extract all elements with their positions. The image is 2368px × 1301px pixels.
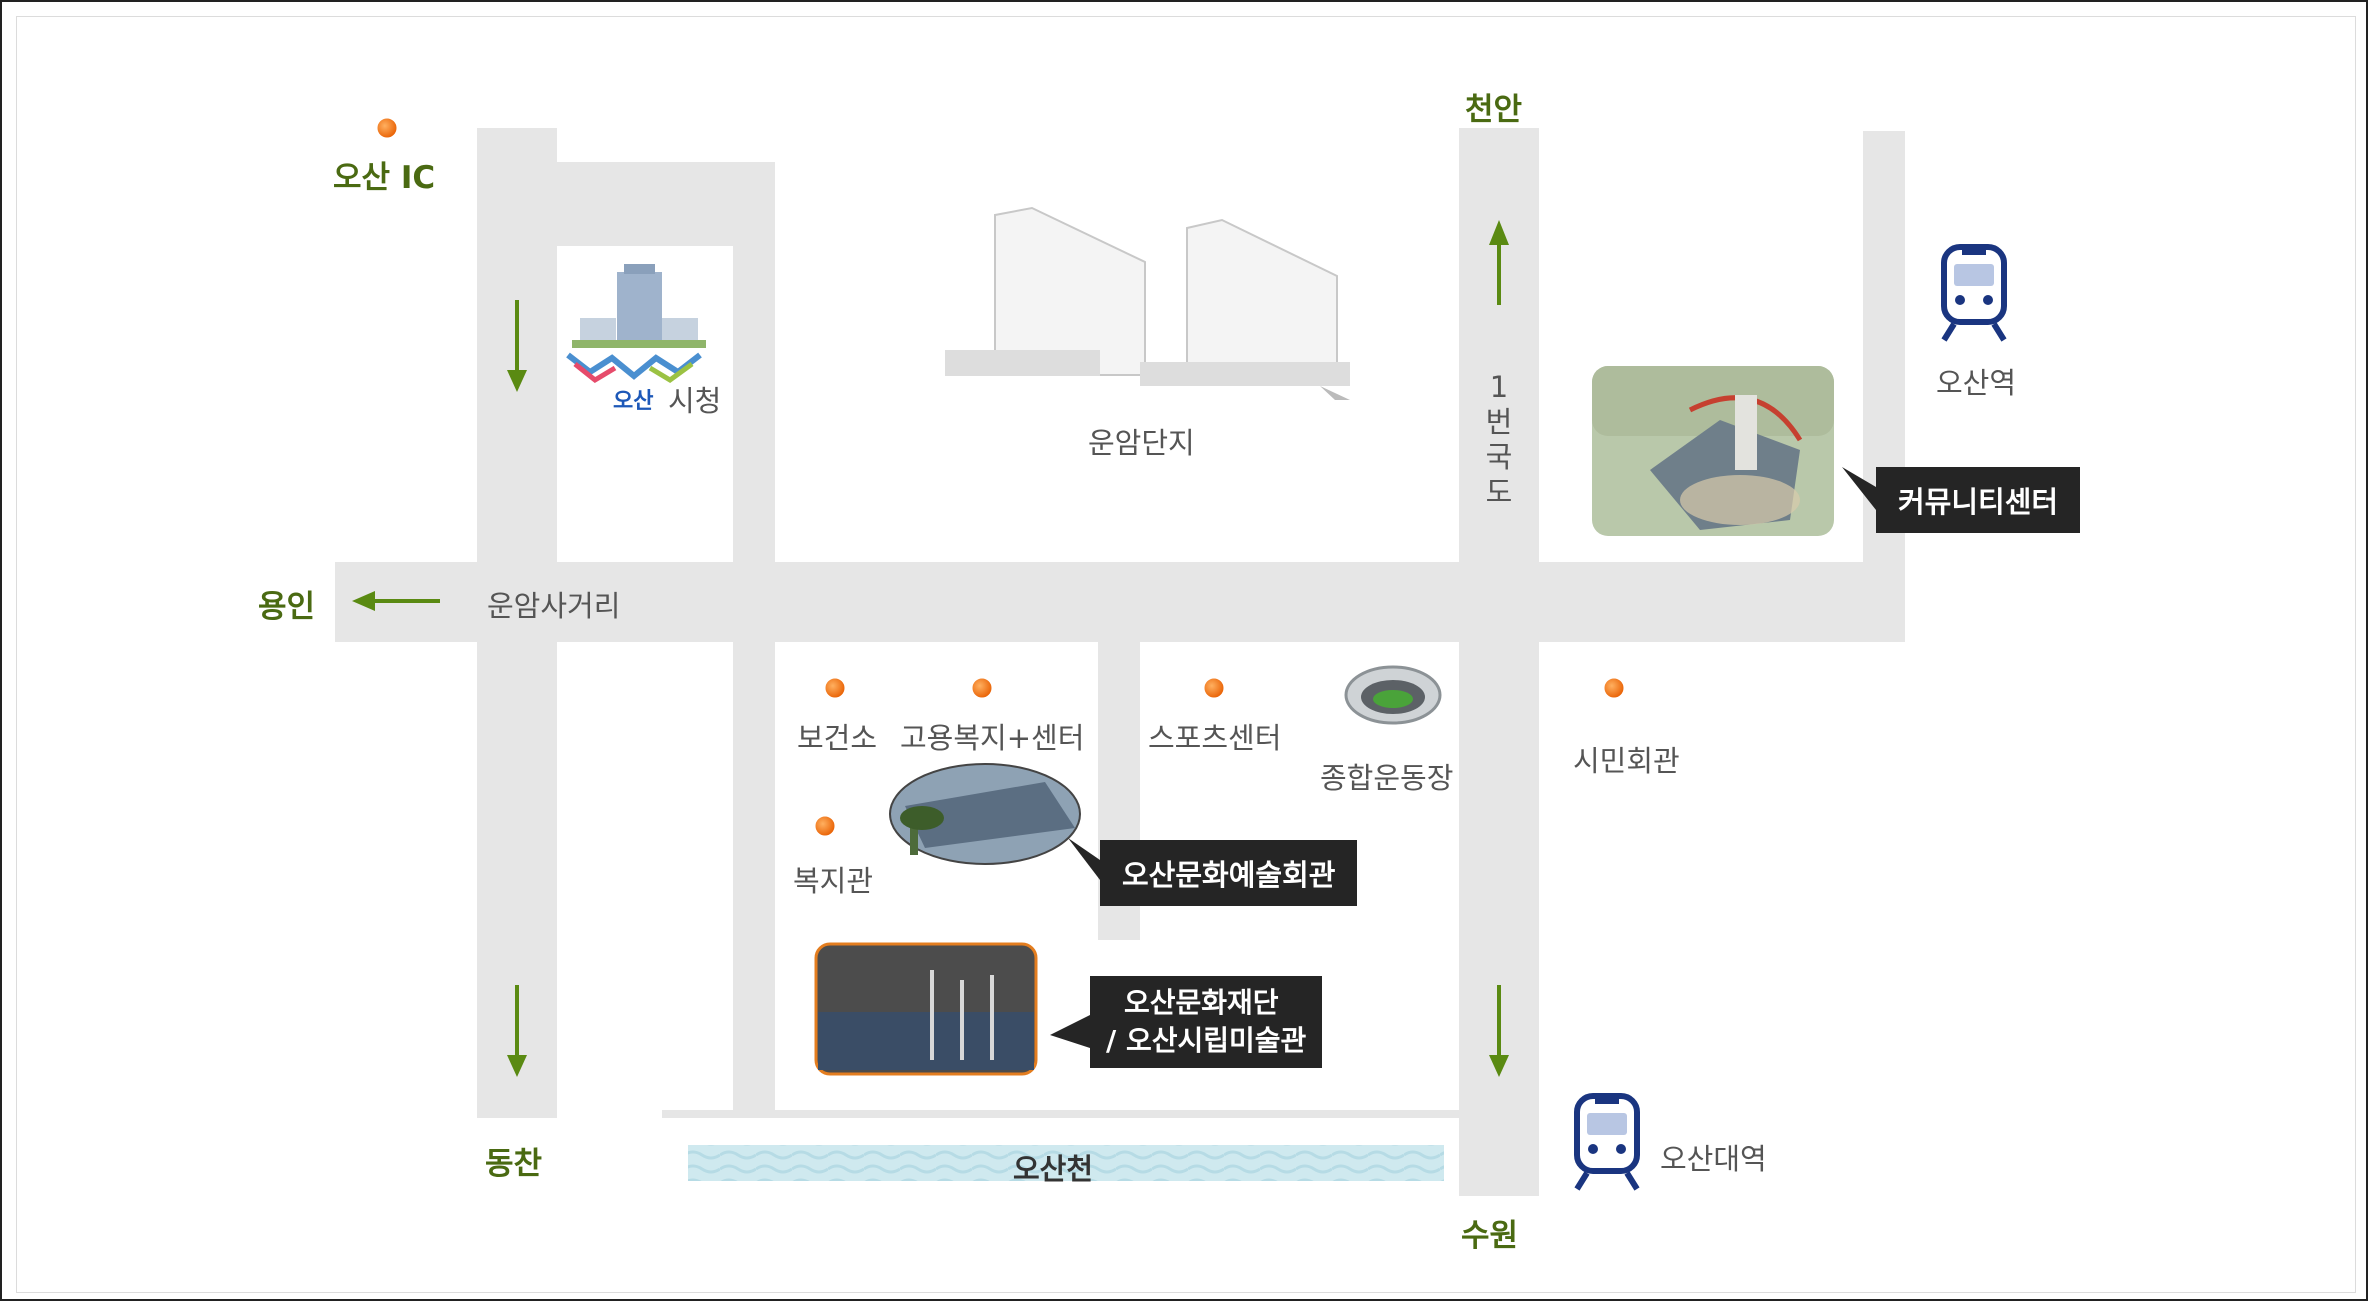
- direction-arrows: [352, 220, 1509, 1077]
- foundation-callout-line2: / 오산시립미술관: [1106, 1024, 1307, 1057]
- marker-dot-icon: [1601, 675, 1627, 701]
- river: [688, 1145, 1444, 1181]
- marker-dot-icon: [1201, 675, 1227, 701]
- apartments-building-icon: [945, 206, 1350, 400]
- health-center-label: 보건소: [797, 721, 878, 755]
- callout-pointer: [1068, 838, 1100, 880]
- arts-center-photo: [889, 763, 1081, 865]
- direction-cheonan: 천안: [1465, 92, 1523, 128]
- welfare-center-label: 복지관: [793, 864, 874, 898]
- markers: [374, 115, 1627, 839]
- intersection-label: 운암사거리: [487, 589, 621, 623]
- road-east-vertical: [1863, 131, 1905, 642]
- marker-dot-icon: [969, 675, 995, 701]
- national-road-char: 1: [1489, 370, 1509, 404]
- foundation-callout-line1: 오산문화재단: [1124, 986, 1279, 1019]
- arrow-down-icon: [1489, 985, 1509, 1077]
- arrow-down-icon: [507, 985, 527, 1077]
- road-main-horizontal: [335, 562, 1905, 642]
- stadium-label: 종합운동장: [1320, 761, 1454, 795]
- road-river-edge: [662, 1110, 1462, 1118]
- community-center-callout: 커뮤니티센터: [1876, 467, 2081, 533]
- train-icon: [1574, 1093, 1640, 1191]
- apartments-label: 운암단지: [1088, 426, 1195, 460]
- map-inner-border: [16, 16, 2356, 1293]
- city-hall-building-icon: 오산: [566, 264, 706, 414]
- national-road-label: 1 번 국 도: [1479, 370, 1519, 510]
- marker-dot-icon: [822, 675, 848, 701]
- direction-yongin: 용인: [258, 589, 316, 625]
- sports-center-label: 스포츠센터: [1148, 721, 1282, 755]
- callout-pointer: [1050, 1015, 1090, 1048]
- direction-dongtan: 동찬: [485, 1146, 543, 1182]
- marker-dot-icon: [374, 115, 400, 141]
- arrow-down-icon: [507, 300, 527, 392]
- river-label: 오산천: [1013, 1152, 1094, 1186]
- osan-univ-station-label: 오산대역: [1660, 1142, 1767, 1176]
- train-icon: [1941, 244, 2007, 342]
- foundation-callout: 오산문화재단 / 오산시립미술관: [1090, 976, 1323, 1068]
- osan-station-label: 오산역: [1936, 366, 2017, 400]
- national-road-char: 번: [1485, 405, 1513, 439]
- city-hall-logo-text: 오산: [613, 389, 653, 414]
- national-road-char: 국: [1485, 440, 1513, 474]
- arrow-up-icon: [1489, 220, 1509, 305]
- arts-center-callout: 오산문화예술회관: [1100, 840, 1358, 906]
- arrow-left-icon: [352, 591, 440, 611]
- stadium-icon: [1344, 665, 1442, 725]
- national-road-char: 도: [1485, 475, 1513, 509]
- city-hall-label: 시청: [668, 384, 722, 418]
- direction-suwon: 수원: [1461, 1218, 1519, 1254]
- employment-center-label: 고용복지+센터: [900, 721, 1085, 755]
- marker-dot-icon: [812, 813, 838, 839]
- road-top-connector: [477, 162, 775, 246]
- callout-pointer: [1842, 467, 1876, 510]
- civic-hall-label: 시민회관: [1573, 744, 1680, 778]
- osan-ic-label: 오산 IC: [333, 160, 436, 196]
- foundation-photo: [814, 942, 1038, 1076]
- roads: [335, 128, 1905, 1196]
- community-center-photo: [1592, 366, 1834, 536]
